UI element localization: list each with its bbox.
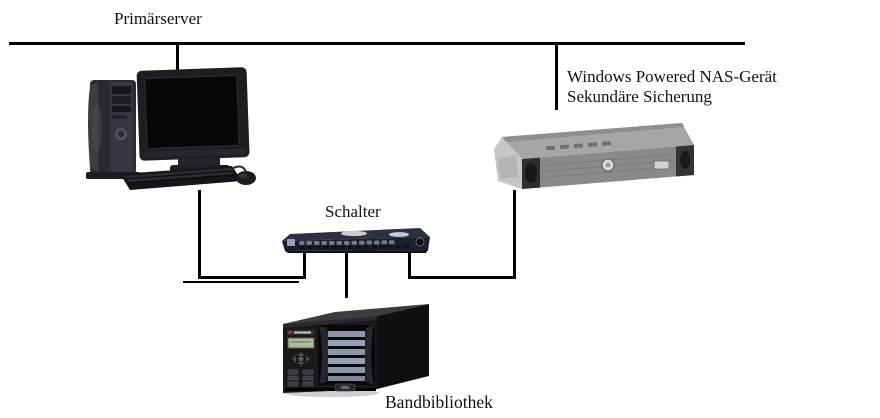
primary-server-image <box>86 67 256 190</box>
connector-nas-down <box>513 190 516 279</box>
network-backbone-line <box>9 42 745 45</box>
crt-monitor-icon <box>136 67 250 173</box>
nas-label-line1: Windows Powered NAS-Gerät <box>567 67 777 86</box>
connector-backbone-to-nas-label <box>555 45 558 110</box>
computer-tower-icon <box>86 80 140 179</box>
nas-label-line2: Sekundäre Sicherung <box>567 87 712 106</box>
dpad-buttons <box>292 352 310 366</box>
connector-switch-to-tape-library <box>345 252 348 298</box>
connector-switch-right-down <box>408 253 411 279</box>
connector-switch-to-nas-horizontal <box>408 276 516 279</box>
connector-server-to-switch-horizontal <box>198 276 306 279</box>
rack-server-icon <box>494 123 694 189</box>
network-switch-icon <box>282 228 430 253</box>
tape-cartridges <box>328 331 365 381</box>
connector-server-down <box>198 190 201 279</box>
tape-library-icon <box>283 304 429 397</box>
tape-library-label: Bandbibliothek <box>385 392 493 412</box>
switch-label: Schalter <box>325 202 381 221</box>
connector-backbone-to-server <box>176 45 179 72</box>
mouse-icon <box>229 165 256 185</box>
tape-library-image <box>283 304 429 397</box>
front-handle <box>334 383 356 392</box>
keyboard-icon <box>120 166 242 190</box>
switch-image <box>282 228 430 253</box>
primary-server-label: Primärserver <box>114 9 202 28</box>
connector-echo-line <box>183 281 299 283</box>
connector-switch-left-up <box>303 253 306 279</box>
nas-device-image <box>494 123 694 189</box>
